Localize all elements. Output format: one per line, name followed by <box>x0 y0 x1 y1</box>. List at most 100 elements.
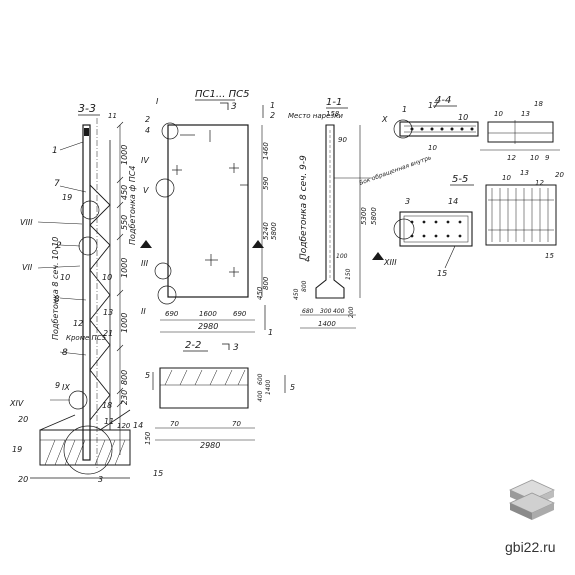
section-5-5-title: 5-5 <box>452 174 468 185</box>
callout-1-left: 1 <box>52 146 58 156</box>
section-4-4-title: 4-4 <box>435 95 451 106</box>
dim-5240: 5240 <box>262 222 270 240</box>
section-3-3: 3-3 1 <box>9 102 163 484</box>
callout-14-left: 15 <box>153 469 163 478</box>
callout-12-det: 13 <box>521 110 530 118</box>
callout-20a: 20 <box>18 415 28 424</box>
dim-680: 680 <box>302 308 314 315</box>
marker-II: II <box>141 307 146 316</box>
panel-ps1-ps5: ПС1... ПС5 I 3 2 4 IV V III II 690 1600 <box>140 89 309 337</box>
callout-10-44b: 10 <box>428 144 437 152</box>
marker-XIV: XIV <box>9 399 24 408</box>
cut-1-top: 1 <box>270 101 275 110</box>
dim-450: 450 <box>120 185 129 200</box>
cut-2-top: 2 <box>270 111 275 120</box>
callout-13-left: 14 <box>133 421 143 430</box>
callout-17-left: 18 <box>102 401 112 410</box>
callout-16: 17 <box>428 101 439 110</box>
callout-19: 20 <box>555 171 564 179</box>
section-5-5: 5-5 3 14 XIII 15 10 13 20 12 15 <box>372 169 564 278</box>
callout-3-left: 3 <box>98 475 103 484</box>
dim-1400: 1400 <box>318 320 336 328</box>
callout-10-det2: 10 <box>530 154 539 162</box>
callout-10-55: 10 <box>502 174 511 182</box>
dim-1000b: 1000 <box>120 258 129 278</box>
watermark-text: gbi22.ru <box>505 539 556 555</box>
callout-8a: 8 <box>54 295 60 305</box>
section-2-2-title: 2-2 <box>185 340 201 351</box>
callout-12-left: 13 <box>103 308 113 317</box>
note-krome-ps5: Кроме ПС5 <box>66 334 107 342</box>
section-2-2: 2-2 3 5 5 400 600 1400 70 70 2980 <box>145 340 295 450</box>
dim-5800: 5800 <box>270 222 278 240</box>
dim-1000c: 1000 <box>120 313 129 333</box>
dim-5800b: 5800 <box>370 207 378 225</box>
dim-550: 550 <box>120 215 129 230</box>
dim-15: 11 <box>108 112 117 120</box>
dim-690a: 690 <box>165 310 179 318</box>
note-podbetonka-10-10: Подбетонка 8 сеч. 10-10 <box>51 237 60 340</box>
cut-4-label: 4 <box>305 255 310 264</box>
dim-200: 200 <box>348 306 355 318</box>
cut-3-top: 3 <box>231 102 237 112</box>
marker-I: I <box>156 97 159 106</box>
dim-460: 450 <box>293 288 300 300</box>
dim-158: 158 <box>326 110 340 118</box>
callout-18: 19 <box>62 193 72 202</box>
section-4-4: 4-4 X 1 17 10 10 10 13 18 12 10 9 <box>381 95 560 162</box>
dim-300: 300 <box>320 308 332 315</box>
callout-12-55: 13 <box>520 169 529 177</box>
callout-1-44: 1 <box>402 105 407 114</box>
callout-17-det: 18 <box>534 100 543 108</box>
section-3-3-title: 3-3 <box>78 102 96 115</box>
dim-1000a: 1000 <box>120 145 129 165</box>
callout-11-55: 12 <box>535 179 544 187</box>
dim-1600: 1600 <box>199 310 217 318</box>
callout-20b: 20 <box>18 475 28 484</box>
dim-150c: 150 <box>345 268 352 280</box>
callout-2-left: 2 <box>56 241 62 251</box>
dim-120: 120 <box>117 422 131 430</box>
dim-590: 590 <box>262 176 270 190</box>
marker-VII: VII <box>22 263 33 272</box>
marker-III: III <box>141 259 149 268</box>
dim-80: 800 <box>301 280 308 292</box>
cut-5-right: 5 <box>290 383 295 392</box>
note-bok: Бок обращенная внутрь <box>358 154 433 187</box>
dim-5300: 5300 <box>360 207 368 225</box>
note-podbetonka-ps4: Подбетонка ф ПС4 <box>128 166 137 245</box>
callout-3-55: 3 <box>405 197 410 206</box>
section-1-1-title: 1-1 <box>326 97 342 108</box>
callout-18b: 19 <box>12 445 22 454</box>
marker-IV: IV <box>141 156 149 165</box>
marker-IX: IX <box>62 383 70 392</box>
marker-X: X <box>381 115 388 124</box>
callout-14-55: 15 <box>437 269 447 278</box>
cut-1-bottom: 1 <box>268 328 273 337</box>
panel-callout-2: 2 <box>145 115 150 124</box>
marker-V: V <box>143 186 149 195</box>
dim-90: 90 <box>338 136 347 144</box>
panel-title: ПС1... ПС5 <box>195 89 249 100</box>
dim-600h: 600 <box>257 373 264 385</box>
callout-21: 21 <box>103 329 113 338</box>
dim-2980b: 2980 <box>200 441 220 450</box>
dim-690b: 690 <box>233 310 247 318</box>
marker-XIII: XIII <box>383 258 397 267</box>
callout-13-55: 14 <box>448 197 458 206</box>
dim-100: 100 <box>336 253 348 260</box>
note-mesto-narezki: Место нарезки <box>288 112 343 120</box>
cut-3-22: 3 <box>233 343 239 353</box>
callout-10-left: 10 <box>60 273 70 282</box>
callout-10-right: 10 <box>102 273 112 282</box>
callout-14-55b: 15 <box>545 252 554 260</box>
callout-8b: 8 <box>62 348 68 358</box>
dim-450p: 450 <box>256 286 264 300</box>
callout-10-det: 10 <box>494 110 503 118</box>
marker-VIII: VIII <box>20 218 33 227</box>
callout-7: 7 <box>54 179 60 189</box>
dim-70a: 70 <box>170 420 179 428</box>
dim-2980: 2980 <box>198 322 218 331</box>
site-logo <box>509 479 555 520</box>
